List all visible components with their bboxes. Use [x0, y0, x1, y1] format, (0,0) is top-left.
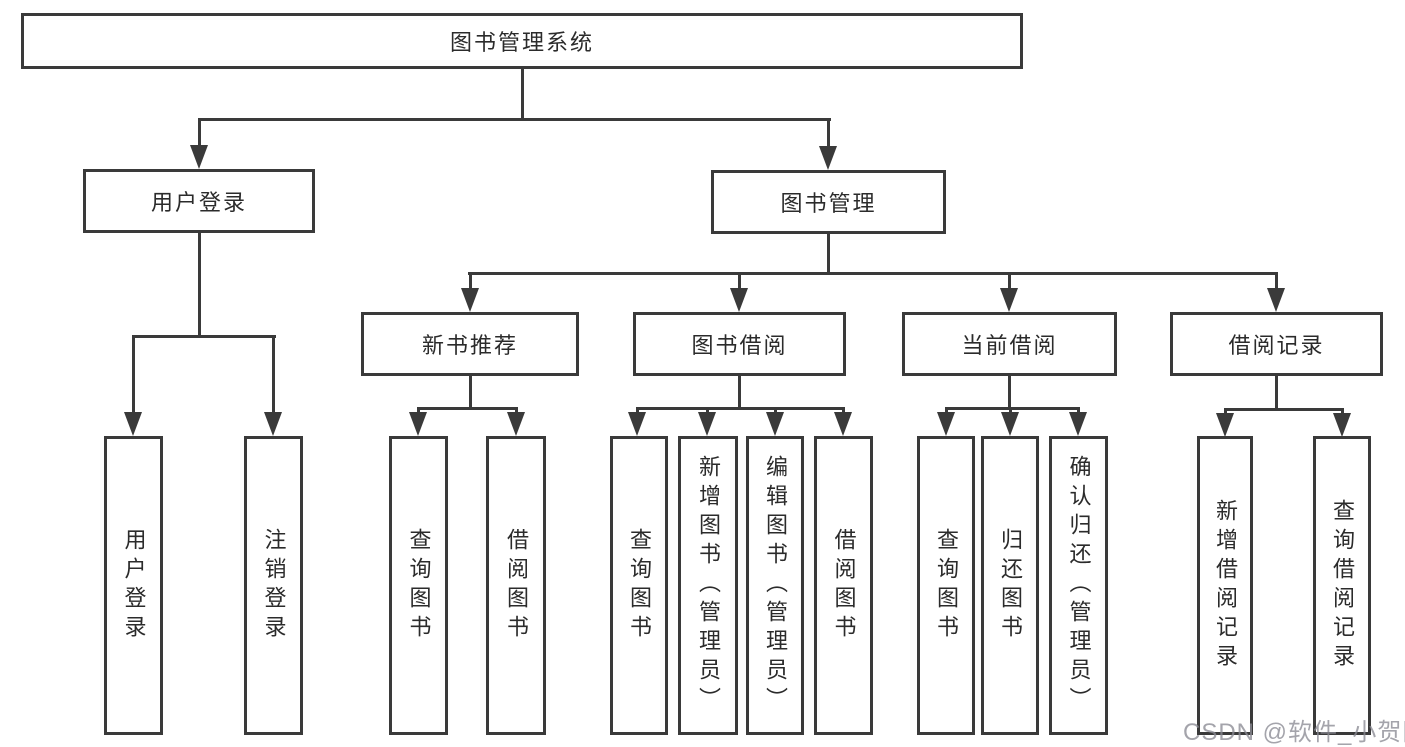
connector-line	[198, 118, 831, 121]
node-leaf-add-books-admin: 新增图书（管理员）	[678, 436, 738, 735]
node-current-borrowing: 当前借阅	[902, 312, 1117, 376]
node-leaf-add-borrow-record: 新增借阅记录	[1197, 436, 1253, 735]
node-label: 用户登录	[150, 190, 247, 215]
node-label: 图书借阅	[691, 333, 788, 358]
node-leaf-logout: 注销登录	[244, 436, 303, 735]
node-leaf-query-books-borrowing: 查询图书	[610, 436, 668, 735]
connector-line	[1341, 408, 1344, 417]
arrow-down-icon	[698, 412, 716, 436]
arrow-down-icon	[819, 146, 837, 170]
connector-line	[738, 376, 741, 408]
arrow-down-icon	[409, 412, 427, 436]
connector-line	[1275, 376, 1278, 409]
connector-line	[1224, 408, 1344, 411]
node-label: 新书推荐	[421, 333, 518, 358]
node-leaf-return-books: 归还图书	[981, 436, 1039, 735]
node-user-login: 用户登录	[83, 169, 315, 233]
node-label: 查询图书	[406, 527, 432, 644]
node-label: 借阅记录	[1228, 333, 1325, 358]
node-label: 查询借阅记录	[1330, 498, 1355, 673]
connector-line	[1008, 272, 1011, 294]
node-book-management: 图书管理	[711, 170, 946, 234]
node-leaf-query-books-recommend: 查询图书	[389, 436, 448, 735]
connector-line	[738, 272, 741, 294]
connector-line	[521, 68, 524, 119]
node-leaf-query-borrow-record: 查询借阅记录	[1313, 436, 1371, 735]
node-label: 确认归还（管理员）	[1066, 455, 1092, 716]
connector-line	[272, 335, 275, 413]
node-leaf-edit-books-admin: 编辑图书（管理员）	[746, 436, 804, 735]
node-label: 查询图书	[627, 527, 652, 644]
arrow-down-icon	[264, 412, 282, 436]
node-label: 用户登录	[121, 527, 147, 644]
node-label: 图书管理	[780, 191, 877, 216]
connector-line	[1008, 376, 1011, 408]
arrow-down-icon	[1069, 412, 1087, 436]
node-label: 编辑图书（管理员）	[763, 455, 788, 716]
arrow-down-icon	[766, 412, 784, 436]
connector-line	[827, 118, 830, 150]
node-leaf-user-login: 用户登录	[104, 436, 163, 735]
node-label: 归还图书	[998, 527, 1023, 644]
watermark-text: CSDN @软件_小贺同学	[1183, 719, 1405, 746]
arrow-down-icon	[461, 288, 479, 312]
connector-line	[945, 407, 1080, 410]
node-book-borrowing: 图书借阅	[633, 312, 846, 376]
connector-line	[469, 272, 472, 294]
node-label: 图书管理系统	[449, 30, 594, 55]
connector-line	[1224, 408, 1227, 417]
connector-line	[198, 233, 201, 336]
node-label: 查询图书	[934, 527, 959, 644]
connector-line	[1275, 272, 1278, 294]
node-label: 新增借阅记录	[1213, 498, 1238, 673]
connector-line	[468, 272, 1278, 275]
arrow-down-icon	[1000, 288, 1018, 312]
node-label: 借阅图书	[504, 527, 529, 644]
node-label: 新增图书（管理员）	[696, 455, 721, 716]
node-label: 注销登录	[261, 527, 287, 644]
connector-line	[636, 407, 845, 410]
node-leaf-borrow-books-recommend: 借阅图书	[486, 436, 546, 735]
node-leaf-borrow-books-borrowing: 借阅图书	[814, 436, 873, 735]
arrow-down-icon	[1333, 413, 1351, 437]
connector-line	[132, 335, 135, 413]
node-root: 图书管理系统	[21, 13, 1023, 69]
connector-line	[417, 407, 518, 410]
node-new-book-recommend: 新书推荐	[361, 312, 579, 376]
arrow-down-icon	[190, 145, 208, 169]
connector-line	[132, 335, 276, 338]
arrow-down-icon	[730, 288, 748, 312]
arrow-down-icon	[124, 412, 142, 436]
arrow-down-icon	[507, 412, 525, 436]
arrow-down-icon	[628, 412, 646, 436]
arrow-down-icon	[834, 412, 852, 436]
arrow-down-icon	[1216, 413, 1234, 437]
connector-line	[469, 376, 472, 408]
arrow-down-icon	[1267, 288, 1285, 312]
arrow-down-icon	[1001, 412, 1019, 436]
node-leaf-confirm-return-admin: 确认归还（管理员）	[1049, 436, 1108, 735]
connector-line	[827, 234, 830, 275]
node-leaf-query-books-current: 查询图书	[917, 436, 975, 735]
node-label: 借阅图书	[831, 527, 857, 644]
connector-line	[198, 118, 201, 150]
node-borrowing-records: 借阅记录	[1170, 312, 1383, 376]
arrow-down-icon	[937, 412, 955, 436]
node-label: 当前借阅	[961, 333, 1058, 358]
